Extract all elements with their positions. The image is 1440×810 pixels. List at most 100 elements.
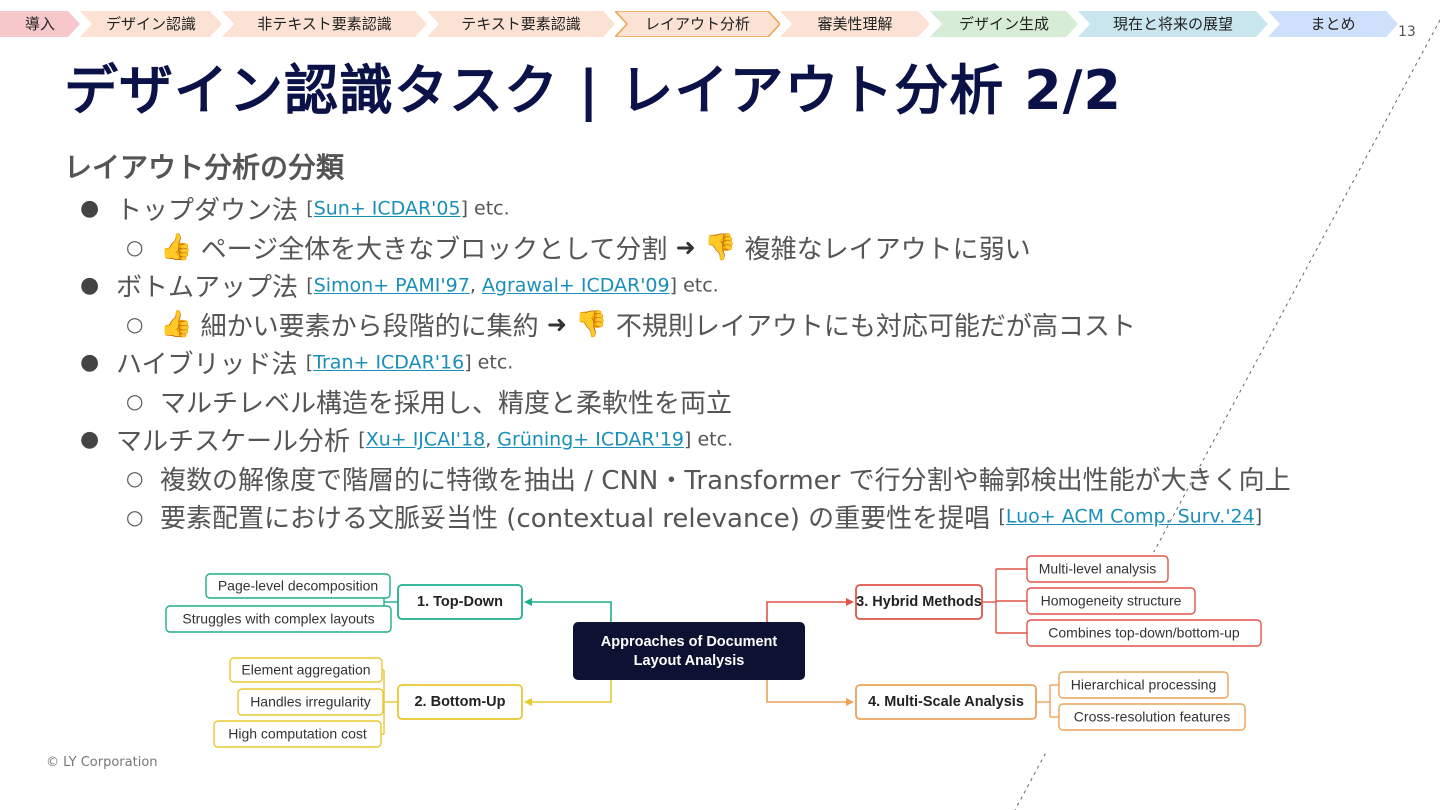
connector-line [766,601,850,622]
thumbs-down-icon: 👎 [695,232,737,262]
page-number: 13 [1398,24,1416,40]
citation-link[interactable]: Sun+ ICDAR'05 [313,197,461,220]
sub-bullet: ○👍 ページ全体を大きなブロックとして分割 ➜ 👎 複雑なレイアウトに弱い [80,229,1420,268]
bullet-marker: ○ [126,466,144,490]
bullet-marker: ● [80,273,100,298]
nav-tab-label: 導入 [24,15,55,33]
bullet: ● トップダウン法 [Sun+ ICDAR'05] etc. [80,190,1420,229]
bullet-marker: ○ [126,504,144,529]
bullet-suffix: etc. [467,197,510,220]
citation-link[interactable]: Xu+ IJCAI'18 [365,428,486,451]
citation-link[interactable]: Luo+ ACM Comp. Surv.'24 [1005,505,1255,528]
leaf-node [1058,671,1229,699]
nav-tab-8[interactable]: 現在と将来の展望 [1078,11,1268,37]
nav-tab-5[interactable]: レイアウト分析 [615,11,780,37]
bullet-text: ハイブリッド法 [116,350,306,380]
sub-bullet: ○ 複数の解像度で階層的に特徴を抽出 / CNN・Transformer で行分割… [80,460,1420,499]
leaf-node-label: Struggles with complex layouts [182,611,374,627]
nav-tab-1[interactable]: 導入 [0,11,80,37]
center-node-label: Layout Analysis [634,653,745,669]
citation: [Tran+ ICDAR'16] [305,351,472,374]
sub-bullet-text: マルチレベル構造を採用し、精度と柔軟性を両立 [160,388,733,419]
citation-link[interactable]: Agrawal+ ICDAR'09 [481,274,670,297]
branch-node-label: 3. Hybrid Methods [856,594,982,610]
leaf-node [1026,555,1169,583]
arrow-head-icon [524,698,532,706]
nav-tab-label: テキスト要素認識 [461,15,581,33]
citation-link[interactable]: Grüning+ ICDAR'19 [497,428,685,451]
sub-bullet: ○ マルチレベル構造を採用し、精度と柔軟性を両立 [80,383,1420,422]
bullet-marker: ○ [126,312,144,336]
bullet-text: トップダウン法 [116,196,307,226]
leaf-node-label: High computation cost [228,726,367,742]
leaf-node-label: Homogeneity structure [1041,593,1182,609]
leaf-node-label: Page-level decomposition [218,578,378,594]
arrow-head-icon [846,598,854,606]
citation: [Luo+ ACM Comp. Surv.'24] [998,505,1263,528]
center-node [573,622,805,680]
nav-tab-label: まとめ [1310,15,1356,33]
nav-tab-2[interactable]: デザイン認識 [80,11,222,37]
nav-tab-4[interactable]: テキスト要素認識 [427,11,615,37]
bullet-marker: ○ [126,235,144,259]
citation: [Simon+ PAMI'97, Agrawal+ ICDAR'09] [306,274,678,297]
bullet-marker: ○ [126,389,144,413]
citation-link[interactable]: Tran+ ICDAR'16 [313,351,465,374]
leaf-node-label: Handles irregularity [250,694,371,710]
leaf-node [165,605,392,633]
citation: [Sun+ ICDAR'05] [306,197,468,220]
leaf-node-label: Cross-resolution features [1074,709,1230,725]
bullet: ● ハイブリッド法 [Tran+ ICDAR'16] etc. [80,344,1420,383]
leaf-node-label: Combines top-down/bottom-up [1048,625,1240,641]
page-title: デザイン認識タスク | レイアウト分析 2/2 [64,59,1122,122]
arrow-right-icon: ➜ [546,310,568,338]
sub-bullet-text: 要素配置における文脈妥当性 (contextual relevance) の重要… [160,504,999,534]
nav-tab-label: デザイン生成 [958,15,1049,33]
branch-node-label: 4. Multi-Scale Analysis [868,694,1024,710]
sub-bullet: ○ 👍 細かい要素から段階的に集約 ➜ 👎 不規則レイアウトにも対応可能だが高コス… [80,306,1420,345]
bullet-text: ボトムアップ法 [116,273,307,303]
nav-tab-label: 非テキスト要素認識 [257,15,392,33]
pro-text: 細かい要素から段階的に集約 [192,311,547,342]
arrow-head-icon [524,598,532,606]
thumbs-up-icon: 👍 [160,232,193,262]
nav-tab-6[interactable]: 審美性理解 [780,11,930,37]
bullet: ●マルチスケール分析 [Xu+ IJCAI'18, Grüning+ ICDAR… [80,421,1420,460]
leaf-node [205,573,391,599]
copyright: © LY Corporation [46,755,158,770]
nav-tab-label: 現在と将来の展望 [1112,15,1233,33]
nav-tab-label: レイアウト分析 [644,15,750,33]
thumbs-up-icon: 👍 [160,309,193,339]
nav-tab-label: 審美性理解 [817,15,893,33]
bullet-text: マルチスケール分析 [116,427,359,457]
citation-link[interactable]: Simon+ PAMI'97 [313,274,470,297]
con-text: 複雑なレイアウトに弱い [736,234,1031,265]
bullet-suffix: etc. [471,351,514,374]
leaf-node-label: Element aggregation [241,662,370,678]
leaf-node [1026,587,1196,615]
leaf-node [213,720,382,748]
sub-bullet-text: 複数の解像度で階層的に特徴を抽出 / CNN・Transformer で行分割や… [160,465,1291,496]
bullet-list: ● トップダウン法 [Sun+ ICDAR'05] etc. ○ 👍 ページ全体を大き… [80,190,1420,537]
bullet-suffix: etc. [677,274,719,297]
leaf-node-label: Multi-level analysis [1039,561,1156,577]
section-heading: レイアウト分析の分類 [64,151,345,184]
bullet-suffix: etc. [691,428,734,451]
nav-tab-3[interactable]: 非テキスト要素認識 [222,11,427,37]
arrow-head-icon [846,698,854,706]
leaf-node [1058,703,1246,731]
pro-text: ページ全体を大きなブロックとして分割 [192,234,676,265]
con-text: 不規則レイアウトにも対応可能だが高コスト [607,311,1136,342]
connector-line [528,680,612,703]
connector-line [766,680,850,703]
thumbs-down-icon: 👎 [567,309,608,339]
bullet-marker: ● [80,427,100,452]
nav-tab-9[interactable]: まとめ [1268,11,1398,37]
leaf-node-label: Hierarchical processing [1071,677,1217,693]
section-nav: 導入 デザイン認識 非テキスト要素認識 テキスト要素認識 レイアウト分析 審美性理解 デザイ… [0,11,1398,37]
bullet-marker: ● [80,196,100,221]
bullet-marker: ● [80,350,100,375]
leaf-node [1026,619,1262,647]
nav-tab-7[interactable]: デザイン生成 [930,11,1078,37]
